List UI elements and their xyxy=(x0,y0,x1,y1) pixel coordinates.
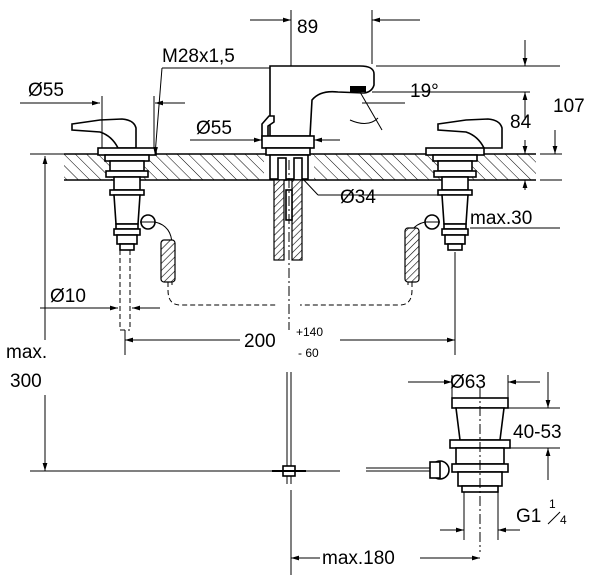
dim-max-deck-thickness: max.30 xyxy=(470,208,532,229)
dim-spread-minus: - 60 xyxy=(298,346,319,360)
fraction-slash xyxy=(547,511,561,525)
dim-drain-thread-den: 4 xyxy=(560,513,567,527)
dim-drain-thread: G1 xyxy=(516,506,541,527)
right-handle-valve xyxy=(424,118,503,251)
dim-max-depth-value: 300 xyxy=(10,371,42,392)
dim-body-diameter: Ø34 xyxy=(340,187,376,208)
dim-thread: M28x1,5 xyxy=(162,46,235,67)
dim-handle-diameter-center: Ø55 xyxy=(196,118,232,139)
dim-spread-plus: +140 xyxy=(296,325,323,339)
dim-drain-diameter: Ø63 xyxy=(450,372,486,393)
left-hose xyxy=(154,221,278,306)
dim-spout-angle: 19° xyxy=(410,81,439,102)
dim-drain-range: 40-53 xyxy=(513,422,562,443)
dim-handle-diameter-left: Ø55 xyxy=(28,80,64,101)
dim-spout-height: 84 xyxy=(510,112,532,133)
right-hose xyxy=(300,221,426,306)
dim-max-drain-reach: max.180 xyxy=(322,548,395,569)
dimension-lines xyxy=(20,10,562,575)
central-spout xyxy=(261,65,375,330)
dim-max-label: max. xyxy=(6,342,47,363)
dim-spout-offset: 89 xyxy=(297,17,318,38)
drain-assembly xyxy=(429,388,511,552)
dim-total-height: 107 xyxy=(553,96,585,117)
dim-hose-diameter: Ø10 xyxy=(50,286,86,307)
pull-rod xyxy=(272,372,430,484)
left-handle-valve xyxy=(71,118,157,251)
dim-drain-thread-num: 1 xyxy=(549,497,556,511)
dim-spread-base: 200 xyxy=(244,331,276,352)
left-connection-dashed xyxy=(119,250,131,331)
